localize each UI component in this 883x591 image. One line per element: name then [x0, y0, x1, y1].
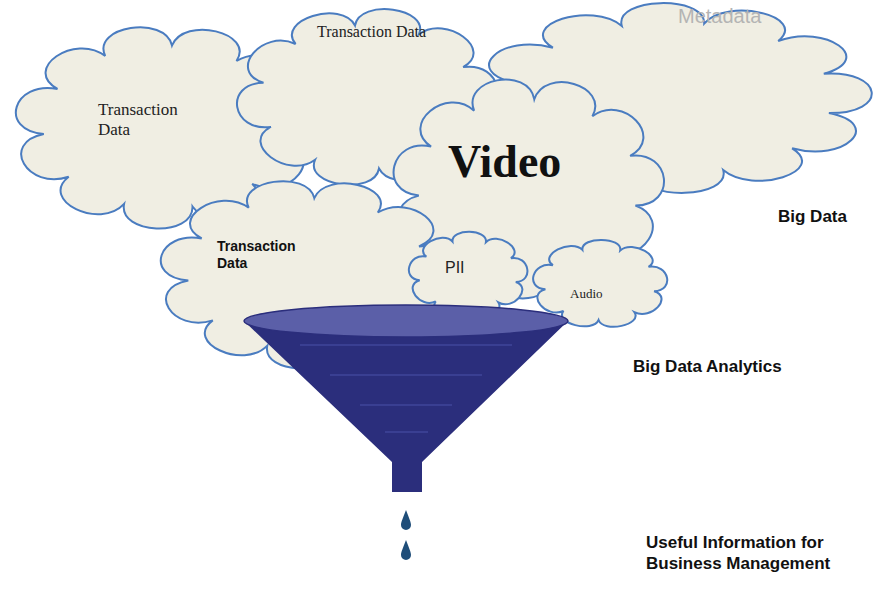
side-label-box: Big Data Analytics [633, 356, 873, 377]
cloud-path [409, 232, 528, 317]
funnel-part [401, 540, 411, 560]
cloud-label: Transaction Data [317, 22, 426, 41]
stage-label: Big Data [778, 206, 847, 227]
cloud-label: Audio [570, 286, 603, 302]
side-label-box: Useful Information for Business Manageme… [646, 532, 874, 575]
stage-label: Big Data Analytics [633, 356, 782, 377]
cloud-label: PII [445, 258, 465, 277]
funnel-part [401, 510, 411, 530]
cloud-label: Metadata [678, 4, 761, 28]
funnel-part [300, 345, 512, 432]
funnel-part [244, 321, 568, 492]
funnel-rim [244, 305, 568, 337]
cloud-label: Video [448, 134, 561, 189]
cloud-label: Transaction Data [98, 100, 208, 141]
side-label-box: Big Data [778, 206, 878, 227]
cloud-label: Transaction Data [217, 238, 327, 272]
stage-label: Useful Information for Business Manageme… [646, 532, 874, 575]
